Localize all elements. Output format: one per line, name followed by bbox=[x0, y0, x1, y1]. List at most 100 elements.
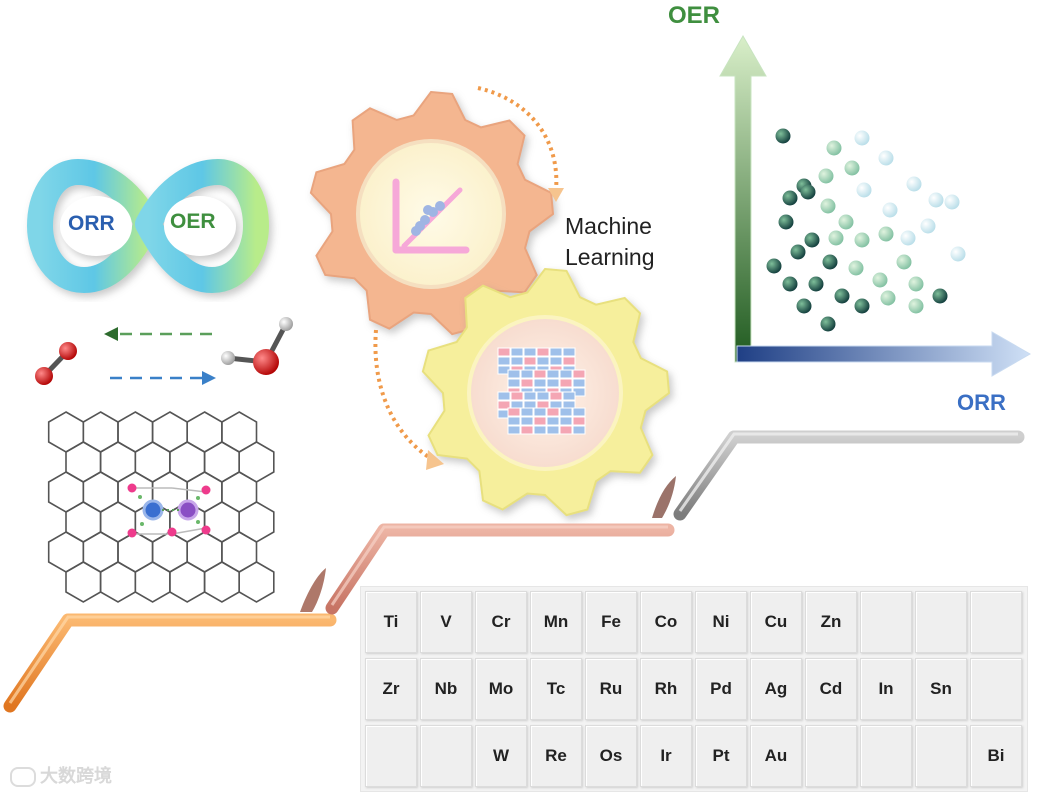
element-cell-ni: Ni bbox=[695, 591, 747, 653]
watermark-text: 大数跨境 bbox=[10, 762, 112, 788]
element-cell-empty bbox=[860, 725, 912, 787]
dual-metal-site bbox=[127, 483, 211, 538]
graphene-hexagon bbox=[47, 471, 85, 513]
data-matrix-cell bbox=[533, 407, 547, 417]
data-matrix-cell bbox=[546, 407, 560, 417]
o2-molecule bbox=[35, 342, 77, 385]
scatter-point bbox=[920, 218, 936, 234]
graphene-hexagon bbox=[151, 531, 188, 573]
scatter-point bbox=[818, 168, 834, 184]
element-cell-empty bbox=[365, 725, 417, 787]
data-matrix-cell bbox=[572, 416, 586, 426]
element-cell-os: Os bbox=[585, 725, 637, 787]
watermark-logo-icon bbox=[10, 767, 36, 788]
machine-learning-label: Machine Learning bbox=[565, 211, 655, 273]
data-matrix-cell bbox=[520, 378, 534, 388]
data-matrix-cell bbox=[549, 356, 563, 366]
element-cell-v: V bbox=[420, 591, 472, 653]
graphene-hexagon bbox=[82, 411, 119, 453]
graphene-hexagon bbox=[82, 531, 119, 573]
data-matrix-cell bbox=[559, 407, 573, 417]
data-matrix-cell bbox=[572, 378, 586, 388]
scatter-point bbox=[822, 254, 838, 270]
loop-orr-label: ORR bbox=[68, 212, 115, 235]
data-matrix-cell bbox=[507, 425, 521, 435]
scatter-point bbox=[826, 140, 842, 156]
data-matrix-cell bbox=[562, 356, 576, 366]
element-cell-empty bbox=[805, 725, 857, 787]
element-cell-fe: Fe bbox=[585, 591, 637, 653]
scatter-point bbox=[854, 232, 870, 248]
data-matrix-cell bbox=[520, 416, 534, 426]
element-cell-empty bbox=[915, 591, 967, 653]
data-matrix-cell bbox=[536, 391, 550, 401]
scatter-point bbox=[854, 298, 870, 314]
graphene-hexagon bbox=[134, 441, 171, 483]
graphene-hexagon bbox=[238, 501, 275, 543]
graphene-hexagon bbox=[47, 531, 85, 573]
element-cell-ir: Ir bbox=[640, 725, 692, 787]
data-matrix-cell bbox=[497, 347, 511, 357]
data-matrix-cell bbox=[546, 416, 560, 426]
element-cell-zn: Zn bbox=[805, 591, 857, 653]
graphene-hexagon bbox=[203, 441, 240, 483]
scatter-point bbox=[775, 128, 791, 144]
h2o-molecule bbox=[221, 317, 293, 375]
scatter-point bbox=[854, 130, 870, 146]
data-matrix-cell bbox=[546, 378, 560, 388]
data-matrix-cell bbox=[520, 407, 534, 417]
graphene-hexagon bbox=[82, 471, 119, 513]
scatter-point bbox=[820, 198, 836, 214]
machine-learning-line2: Learning bbox=[565, 244, 655, 270]
oer-orr-scatter-plot bbox=[719, 34, 1031, 377]
data-matrix-icon bbox=[497, 347, 586, 435]
scatter-point bbox=[878, 226, 894, 242]
scatter-point bbox=[834, 288, 850, 304]
graphene-hexagon bbox=[65, 441, 102, 483]
graphene-hexagon bbox=[203, 561, 240, 603]
element-cell-w: W bbox=[475, 725, 527, 787]
element-cell-ag: Ag bbox=[750, 658, 802, 720]
element-cell-pd: Pd bbox=[695, 658, 747, 720]
data-matrix-cell bbox=[497, 400, 511, 410]
scatter-point bbox=[848, 260, 864, 276]
scatter-point bbox=[882, 202, 898, 218]
data-matrix-cell bbox=[507, 378, 521, 388]
loop-oer-label: OER bbox=[170, 210, 216, 233]
graphene-hexagon bbox=[47, 411, 85, 453]
data-matrix-cell bbox=[536, 347, 550, 357]
element-cell-au: Au bbox=[750, 725, 802, 787]
scatter-point bbox=[790, 244, 806, 260]
data-matrix-cell bbox=[520, 369, 534, 379]
activity-staircase bbox=[3, 430, 1025, 713]
scatter-point bbox=[838, 214, 854, 230]
data-matrix-cell bbox=[562, 347, 576, 357]
scatter-point bbox=[808, 276, 824, 292]
scatter-point bbox=[782, 276, 798, 292]
graphene-hexagon bbox=[221, 531, 258, 573]
orr-oer-loop bbox=[27, 159, 269, 293]
graphene-hexagon bbox=[99, 561, 137, 603]
scatter-point bbox=[844, 160, 860, 176]
cycle-arrows bbox=[373, 86, 564, 470]
graphene-hexagon bbox=[117, 411, 154, 453]
element-cell-cr: Cr bbox=[475, 591, 527, 653]
gear-model bbox=[309, 90, 555, 336]
graphene-hexagon bbox=[134, 561, 171, 603]
scatter-point bbox=[778, 214, 794, 230]
scatter-point bbox=[932, 288, 948, 304]
graphene-hexagon bbox=[221, 411, 258, 453]
graphene-hexagon bbox=[65, 501, 102, 543]
graphene-hexagon bbox=[221, 471, 258, 513]
graphene-hexagon bbox=[151, 411, 188, 453]
element-cell-empty bbox=[915, 725, 967, 787]
data-matrix-cell bbox=[559, 425, 573, 435]
oer-axis-label: OER bbox=[668, 2, 721, 29]
data-matrix-cell bbox=[546, 425, 560, 435]
scatter-point bbox=[872, 272, 888, 288]
data-matrix-cell bbox=[559, 378, 573, 388]
scatter-point bbox=[856, 182, 872, 198]
scatter-point bbox=[896, 254, 912, 270]
data-matrix-cell bbox=[523, 391, 537, 401]
